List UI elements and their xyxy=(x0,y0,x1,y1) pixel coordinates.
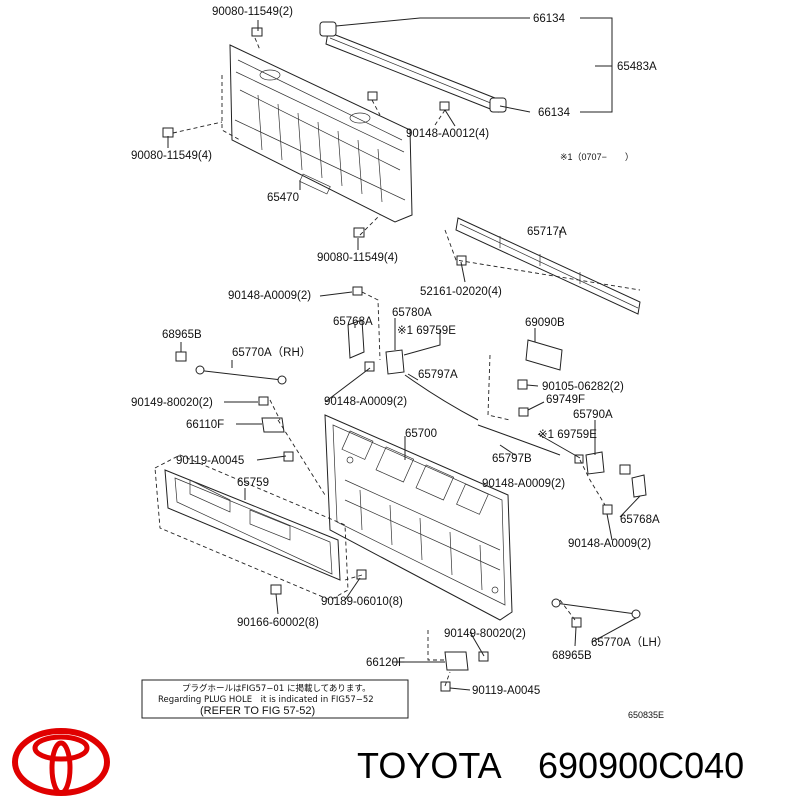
label-ref-code: 650835E xyxy=(628,710,664,720)
plug-hole-note: プラグホールはFIG57−01 に掲載してあります。 Regarding PLU… xyxy=(141,679,409,719)
leader-lines xyxy=(167,17,641,691)
label-66134-bot: 66134 xyxy=(538,107,571,119)
hardware xyxy=(162,27,647,692)
guide-lines xyxy=(172,37,641,687)
note-line-refer: (REFER TO FIG 57-52) xyxy=(200,705,315,717)
part-number: 690900C040 xyxy=(538,745,744,786)
panel-65470 xyxy=(229,44,413,223)
label-65780A: 65780A xyxy=(392,307,432,319)
label-90148-A0009-b: 90148-A0009(2) xyxy=(324,396,407,408)
label-69759E-b: ※1 69759E xyxy=(538,429,597,441)
label-90148-A0009-a: 90148-A0009(2) xyxy=(228,290,311,302)
toyota-logo-icon xyxy=(12,728,110,796)
label-90148-A0009-d: 90148-A0009(2) xyxy=(568,538,651,550)
label-65717A: 65717A xyxy=(527,226,567,238)
label-90166: 90166-60002(8) xyxy=(237,617,319,629)
note-line-jp: プラグホールはFIG57−01 に掲載してあります。 xyxy=(182,683,371,694)
label-90149-right: 90149-80020(2) xyxy=(444,628,526,640)
label-90119-bot: 90119-A0045 xyxy=(472,685,540,697)
note-line-en: Regarding PLUG HOLE it is indicated in F… xyxy=(158,695,374,705)
cables xyxy=(195,365,641,619)
label-90148-A0012: 90148-A0012(4) xyxy=(406,128,489,140)
label-65470: 65470 xyxy=(267,192,299,204)
label-90149-left: 90149-80020(2) xyxy=(131,397,213,409)
label-65770A-rh: 65770A（RH） xyxy=(232,346,311,359)
label-65770A-lh: 65770A（LH） xyxy=(591,636,668,649)
label-65768A-right: 65768A xyxy=(620,514,660,526)
label-90080-bot: 90080-11549(4) xyxy=(317,252,398,264)
plate-65759 xyxy=(164,469,341,581)
rail-65483A xyxy=(319,21,507,113)
label-65759: 65759 xyxy=(237,477,269,489)
label-90080-left: 90080-11549(4) xyxy=(131,150,212,162)
label-68965B-right: 68965B xyxy=(552,650,592,662)
label-90119-top: 90119-A0045 xyxy=(176,455,244,467)
label-69090B: 69090B xyxy=(525,317,565,329)
label-note-star: ※1（0707− ） xyxy=(560,152,634,162)
label-65797A: 65797A xyxy=(418,369,458,381)
label-65483A: 65483A xyxy=(617,61,657,73)
label-66134-top: 66134 xyxy=(533,13,566,25)
rail-65717A xyxy=(455,217,641,315)
label-68965B-left: 68965B xyxy=(162,329,202,341)
brand-name: TOYOTA xyxy=(357,745,502,786)
label-90080-top: 90080-11549(2) xyxy=(212,6,293,18)
label-66110F: 66110F xyxy=(186,419,224,431)
plate-outline xyxy=(154,454,349,601)
label-90105: 90105-06282(2) xyxy=(542,381,624,393)
label-69749F: 69749F xyxy=(546,394,585,406)
label-65790A: 65790A xyxy=(573,409,613,421)
label-66120F: 66120F xyxy=(366,657,405,669)
label-65768A-left: 65768A xyxy=(333,316,373,328)
label-65700: 65700 xyxy=(405,428,437,440)
label-52161: 52161-02020(4) xyxy=(420,286,502,298)
label-90148-A0009-c: 90148-A0009(2) xyxy=(482,478,565,490)
label-90189: 90189-06010(8) xyxy=(321,596,403,608)
part-labels: 90080-11549(2) 66134 65483A 66134 90148-… xyxy=(131,6,668,720)
tailgate-65700 xyxy=(324,414,513,621)
label-69759E-a: ※1 69759E xyxy=(397,325,456,337)
label-65797B: 65797B xyxy=(492,453,532,465)
